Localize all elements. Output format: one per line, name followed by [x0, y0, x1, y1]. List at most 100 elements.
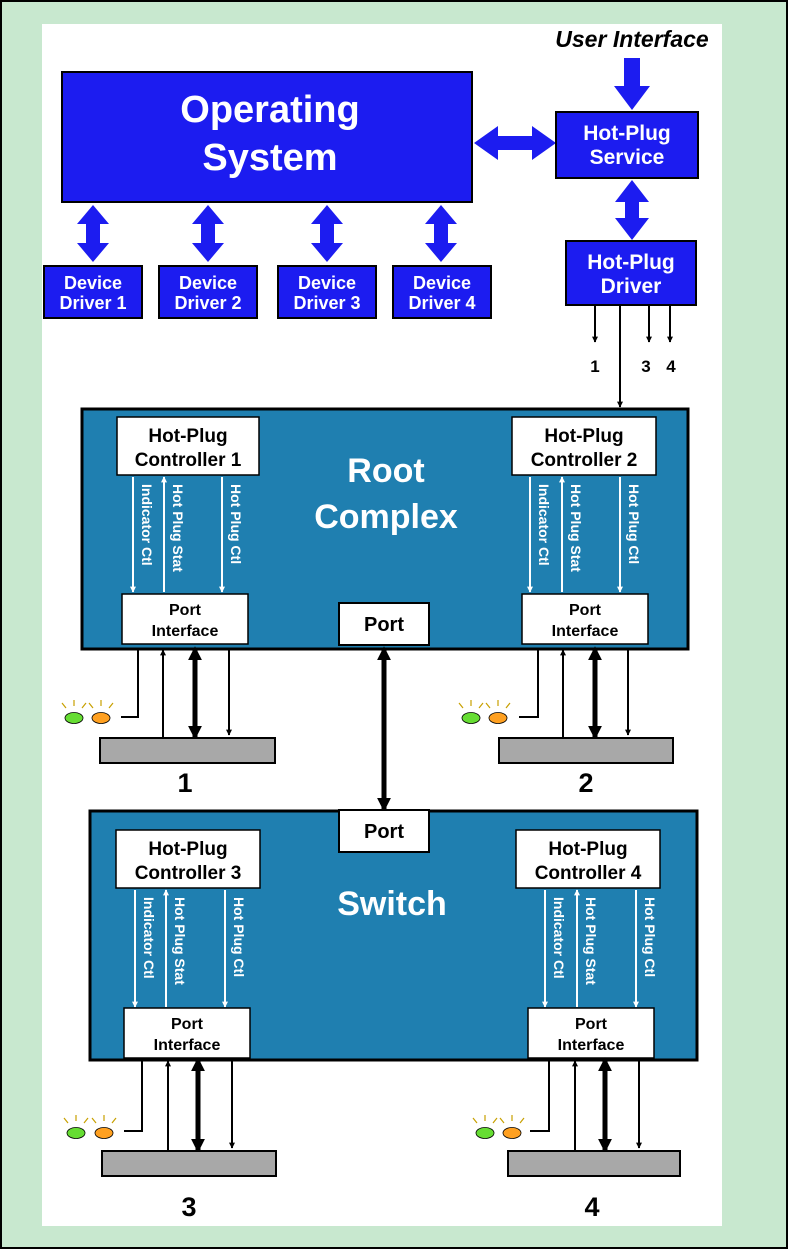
controller-3-line1: Hot-Plug	[148, 839, 227, 860]
device-driver-2-line2: Driver 2	[174, 293, 241, 313]
port-interface-3-line1: Port	[171, 1016, 204, 1033]
controller-1-control-label: Hot Plug Ctl	[228, 484, 244, 564]
device-driver-3-box	[277, 265, 377, 319]
controller-2-signal-arrows	[527, 476, 623, 593]
port-interface-2-line1: Port	[569, 602, 602, 619]
hotplug-service-box	[555, 111, 699, 179]
slot-1-green-led	[64, 712, 84, 724]
controller-2-line1: Hot-Plug	[544, 426, 623, 447]
controller-2-status-label: Hot Plug Stat	[568, 484, 584, 572]
switch-port-label: Port	[364, 821, 404, 843]
device-driver-3-line2: Driver 3	[293, 293, 360, 313]
user-interface-arrow	[614, 58, 650, 110]
driver-output-1: 1	[590, 357, 599, 376]
slot-1-label: 1	[177, 768, 192, 798]
slot-4-connector	[507, 1150, 681, 1177]
device-driver-4-line2: Driver 4	[408, 293, 475, 313]
slot-3-wiring	[124, 1060, 235, 1150]
controller-2-indicator-label: Indicator Ctl	[536, 484, 552, 566]
slot-3-leds	[63, 1115, 117, 1139]
slot-4-label: 4	[584, 1192, 599, 1222]
root-port-label: Port	[364, 614, 404, 636]
os-driver-arrows	[77, 205, 457, 262]
hotplug-service-line2: Service	[590, 146, 665, 169]
slot-1-wiring	[121, 649, 232, 737]
controller-4-box	[515, 829, 661, 889]
hotplug-driver-line1: Hot-Plug	[587, 251, 674, 274]
controller-3-signal-arrows	[132, 889, 228, 1008]
slot-2-leds	[458, 700, 511, 724]
root-port-box	[338, 602, 430, 646]
controller-3-status-label: Hot Plug Stat	[172, 897, 188, 985]
hotplug-driver-line2: Driver	[601, 275, 662, 298]
slot-2-connector	[498, 737, 674, 764]
controller-4-status-label: Hot Plug Stat	[583, 897, 599, 985]
driver-output-arrows	[592, 306, 673, 408]
controller-1-status-label: Hot Plug Stat	[170, 484, 186, 572]
switch-port-box	[338, 809, 430, 853]
slot-4-leds	[472, 1115, 525, 1139]
slot-3-green-led	[66, 1127, 86, 1139]
controller-1-line2: Controller 1	[135, 450, 242, 471]
slot-4-green-led	[475, 1127, 495, 1139]
controller-2-box	[511, 416, 657, 476]
operating-system-line2: System	[202, 137, 337, 179]
slot-3-orange-led	[94, 1127, 114, 1139]
slot-1-connector	[99, 737, 276, 764]
hotplug-service-line1: Hot-Plug	[583, 122, 670, 145]
device-driver-1-line1: Device	[64, 273, 122, 293]
controller-2-line2: Controller 2	[531, 450, 638, 471]
controller-1-signal-arrows	[130, 476, 225, 593]
os-service-arrow	[474, 126, 556, 160]
controller-1-line1: Hot-Plug	[148, 426, 227, 447]
slot-1-leds	[61, 700, 114, 724]
device-driver-1-line2: Driver 1	[59, 293, 126, 313]
device-driver-2-box	[158, 265, 258, 319]
slot-2-wiring	[519, 649, 631, 737]
port-interface-2-line2: Interface	[552, 623, 619, 640]
slot-2-label: 2	[578, 768, 593, 798]
device-driver-1-box	[43, 265, 143, 319]
device-driver-4-box	[392, 265, 492, 319]
driver-output-4: 4	[666, 357, 676, 376]
slot-2-green-led	[461, 712, 481, 724]
controller-1-box	[116, 416, 260, 476]
controller-4-line2: Controller 4	[535, 863, 642, 884]
user-interface-label: User Interface	[555, 26, 709, 52]
port-interface-4-box	[527, 1007, 655, 1059]
controller-3-line2: Controller 3	[135, 863, 242, 884]
controller-4-signal-arrows	[542, 889, 639, 1008]
port-interface-1-line2: Interface	[152, 623, 219, 640]
slot-3-label: 3	[181, 1192, 196, 1222]
slot-1-orange-led	[91, 712, 111, 724]
service-driver-arrow	[615, 180, 649, 240]
controller-4-line1: Hot-Plug	[548, 839, 627, 860]
slot-2-orange-led	[488, 712, 508, 724]
port-interface-4-line1: Port	[575, 1016, 608, 1033]
controller-2-control-label: Hot Plug Ctl	[626, 484, 642, 564]
controller-3-box	[115, 829, 261, 889]
hotplug-driver-box	[565, 240, 697, 306]
slot-4-orange-led	[502, 1127, 522, 1139]
controller-4-control-label: Hot Plug Ctl	[642, 897, 658, 977]
driver-output-3: 3	[641, 357, 650, 376]
slot-3-connector	[101, 1150, 277, 1177]
device-driver-3-line1: Device	[298, 273, 356, 293]
operating-system-box	[61, 71, 473, 203]
device-driver-4-line1: Device	[413, 273, 471, 293]
port-interface-3-box	[123, 1007, 251, 1059]
operating-system-line1: Operating	[180, 89, 359, 131]
controller-3-indicator-label: Indicator Ctl	[141, 897, 157, 979]
switch-title: Switch	[337, 885, 447, 923]
port-interface-2-box	[521, 593, 649, 645]
controller-3-control-label: Hot Plug Ctl	[231, 897, 247, 977]
device-driver-2-line1: Device	[179, 273, 237, 293]
controller-4-indicator-label: Indicator Ctl	[551, 897, 567, 979]
root-complex-line1: Root	[347, 452, 424, 490]
controller-1-indicator-label: Indicator Ctl	[139, 484, 155, 566]
port-interface-3-line2: Interface	[154, 1037, 221, 1054]
port-interface-1-line1: Port	[169, 602, 202, 619]
port-interface-4-line2: Interface	[558, 1037, 625, 1054]
root-complex-line2: Complex	[314, 498, 458, 536]
